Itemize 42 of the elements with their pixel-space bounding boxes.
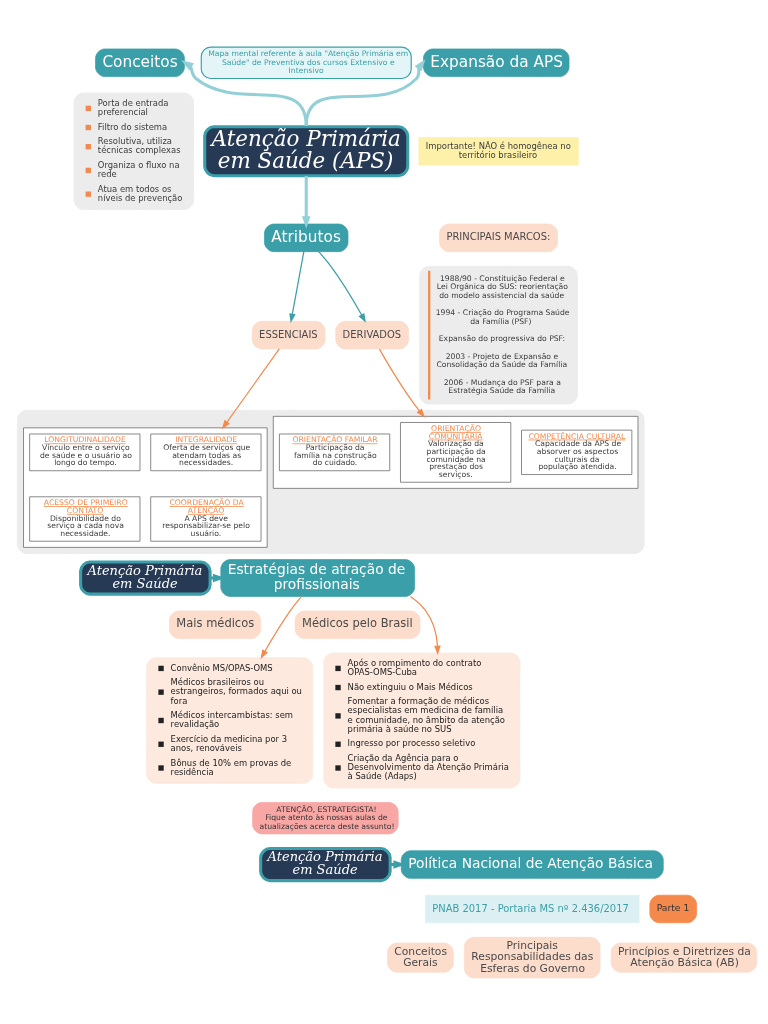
node-box: Atenção Primária em Saúde (APS) — [203, 124, 410, 177]
node-box: ATENÇÃO, ESTRATEGISTA! Fique atento às nossas aulas de atualizações acerca deste assunto! — [252, 801, 399, 834]
node-box: 1988/90 - Constituição Federal e Lei Orgânica do SUS: reorientação do modelo assistencial da saúde 1994 - Criação do Programa Saúde da Família (PSF) Expansão do progressiva do PSF: 2003 - Projeto de Expansão e Consolidação da Saúde da Família 2006 - Mudança do PSF para a Estratégia Saúde da Família — [419, 265, 578, 404]
node-box: Estratégias de atração de profissionais — [220, 558, 416, 597]
node-box: Atenção Primária em Saúde — [79, 559, 212, 596]
node-box: Mais médicos — [169, 610, 262, 639]
node-box: Atenção Primária em Saúde — [259, 846, 392, 882]
node-box: Princípios e Diretrizes da Atenção Básica (AB) — [610, 942, 758, 973]
node-box: ESSENCIAIS — [251, 320, 326, 349]
node-box: Conceitos Gerais — [387, 942, 454, 973]
node-box: LONGITUDINALIDADE Vínculo entre o serviço de saúde e o usuário ao longo do tempo. — [29, 433, 141, 471]
node-box: ACESSO DE PRIMEIRO CONTATO Disponibilidade do serviço a cada nova necessidade. — [29, 495, 141, 542]
arrow — [378, 348, 425, 418]
node-box: DERIVADOS — [335, 320, 409, 349]
node-box: Mapa mental referente à aula "Atenção Primária em Saúde" de Preventiva dos cursos Extensivo e Intensivo — [200, 46, 412, 79]
arrow — [409, 595, 441, 655]
node-box: Após o rompimento do contrato OPAS-OMS-Cuba Não extinguiu o Mais Médicos Fomentar a formação de médicos especialistas em medicina de família e comunidade, no âmbito da atenção primária à saúde no SUS Ingresso por processo seletivo Criação da Agência para o Desenvolvimento da Atenção Primária à Saúde (Adaps) — [323, 652, 521, 788]
node-box: INTEGRALIDADE Oferta de serviços que atendam todas as necessidades. — [150, 433, 262, 471]
arrow — [304, 58, 426, 126]
node-box: COMPETÊNCIA CULTURAL Capacidade da APS de absorver os aspectos culturais da população atendida. — [521, 429, 633, 475]
node-box: Importante! NÃO é homogênea no território brasileiro — [418, 136, 579, 165]
cluster — [272, 415, 639, 489]
arrow — [221, 347, 280, 429]
node-box: Principais Responsabilidades das Esferas do Governo — [464, 936, 601, 978]
arrow — [318, 250, 366, 323]
node-box: Parte 1 — [649, 894, 697, 923]
node-box: Médicos pelo Brasil — [294, 610, 421, 639]
node-box: COORDENAÇÃO DA ATENÇÃO A APS deve responsabilizar-se pelo usuário. — [150, 495, 262, 542]
cluster — [23, 426, 268, 548]
arrow — [301, 175, 311, 228]
node-box: PNAB 2017 - Portaria MS nº 2.436/2017 — [425, 894, 640, 923]
node-box: PRINCIPAIS MARCOS: — [439, 223, 558, 252]
node-box: Atributos — [264, 223, 349, 252]
arrow — [260, 595, 302, 659]
arrow — [289, 250, 305, 323]
node-box: ORIENTAÇÃO FAMILAR Participação da família na construção do cuidado. — [279, 433, 391, 471]
node-box: Convênio MS/OPAS-OMS Médicos brasileiros ou estrangeiros, formados aqui ou fora Médicos intercambistas: sem revalidação Exercício da medicina por 3 anos, renováveis Bônus de 10% em provas de residência — [146, 656, 314, 784]
node-box: Política Nacional de Atenção Básica — [400, 849, 664, 879]
node-box: Expansão da APS — [423, 48, 570, 77]
node-box: Porta de entrada preferencial Filtro do sistema Resolutiva, utiliza técnicas complexas Organiza o fluxo na rede Atua em todos os níveis de prevenção — [73, 92, 194, 210]
node-box: Conceitos — [95, 48, 185, 77]
node-box: ORIENTAÇÃO COMUNITÁRIA Valorização da participação da comunidade na prestação dos serviços. — [400, 421, 512, 483]
